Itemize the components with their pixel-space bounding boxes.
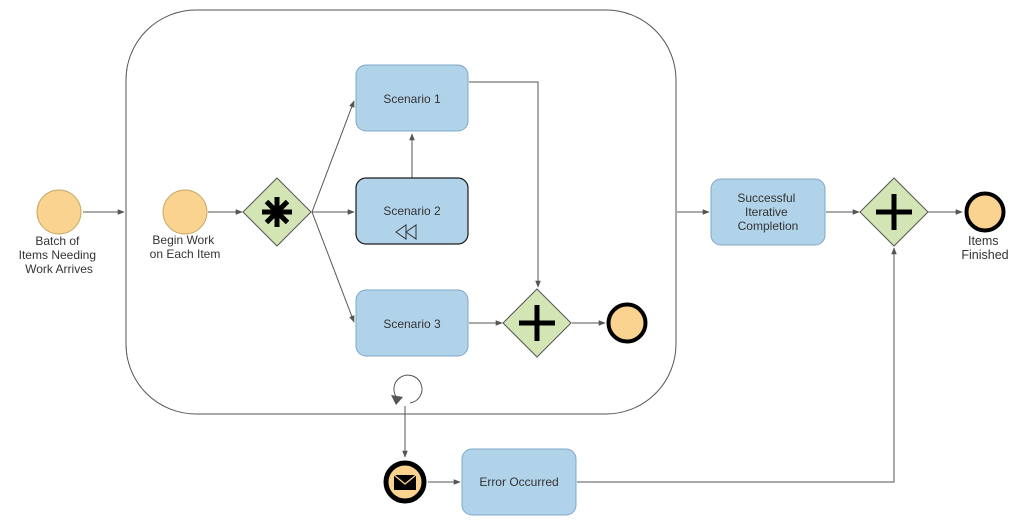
task-scenario-2[interactable]: Scenario 2 [355,177,469,245]
task-scenario-3-label: Scenario 3 [383,317,441,331]
outer-parallel-gateway[interactable] [859,177,929,247]
complex-gateway[interactable] [242,177,312,247]
start-event-label: Batch of Items Needing Work Arrives [19,234,100,276]
start-event[interactable] [36,189,82,235]
flow-gateway-to-scenario3 [311,211,355,323]
task-error-occurred[interactable]: Error Occurred [461,448,577,516]
loop-icon [391,374,423,405]
inner-end-event[interactable] [606,302,648,344]
task-scenario-1[interactable]: Scenario 1 [355,64,469,132]
flow-gateway-to-scenario1 [311,100,355,213]
task-scenario-2-label: Scenario 2 [383,204,441,218]
envelope-icon [393,474,417,490]
end-event-label: Items Finished [961,234,1008,262]
task-scenario-3[interactable]: Scenario 3 [355,289,469,357]
boundary-message-event[interactable] [383,460,427,504]
inner-start-event-label: Begin Work on Each Item [150,233,221,261]
flow-scenario1-to-join [469,81,541,288]
compensation-icon [395,224,417,240]
end-event[interactable] [964,191,1006,233]
inner-parallel-gateway[interactable] [502,288,572,358]
task-error-label: Error Occurred [479,475,558,489]
task-scenario-1-label: Scenario 1 [383,92,441,106]
plus-icon [876,194,912,230]
task-successful-label: Successful Iterative Completion [737,191,798,233]
inner-start-event[interactable] [162,189,208,235]
plus-icon [519,305,555,341]
asterisk-icon [262,197,292,227]
task-successful-iterative-completion[interactable]: Successful Iterative Completion [710,178,826,246]
flow-error-to-gateway [577,247,897,483]
